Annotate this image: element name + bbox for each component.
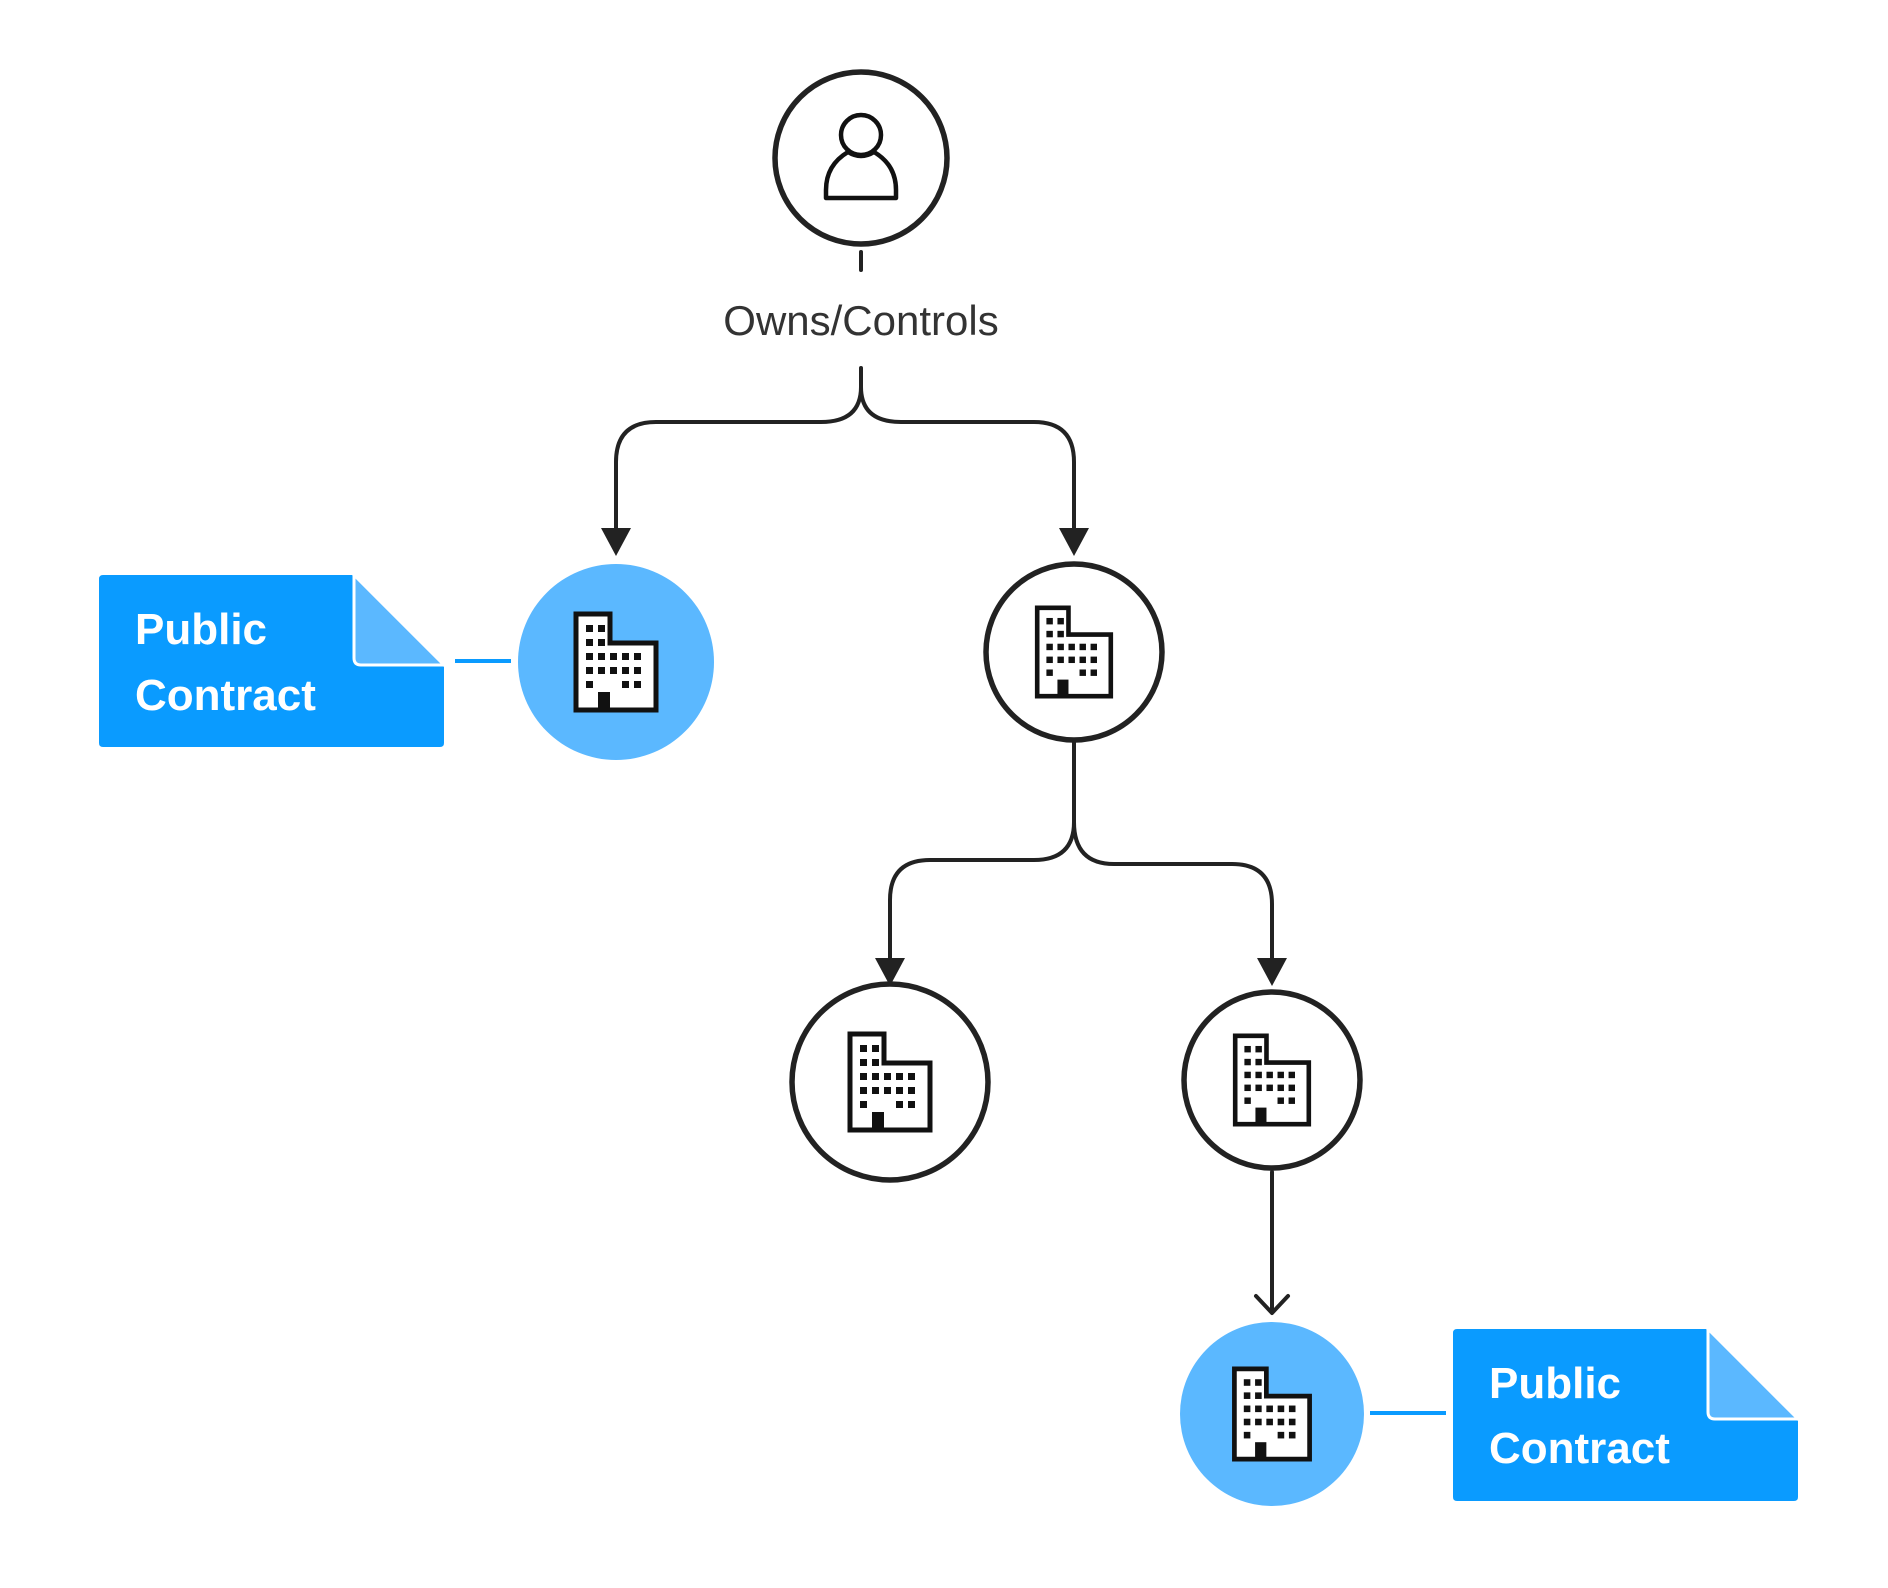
company-node-b[interactable] xyxy=(983,561,1165,743)
document-icon xyxy=(97,573,446,749)
person-icon xyxy=(823,112,899,201)
edge-company-b-to-company-c xyxy=(888,740,1076,964)
document-right-line2: Contract xyxy=(1489,1424,1670,1473)
company-node-e[interactable] xyxy=(1180,1322,1364,1506)
public-contract-document-right[interactable]: Public Contract xyxy=(1451,1327,1800,1503)
document-left-line2: Contract xyxy=(135,671,316,720)
arrowhead-company-d xyxy=(1257,958,1287,986)
company-node-d[interactable] xyxy=(1181,989,1363,1171)
public-contract-document-left[interactable]: Public Contract xyxy=(97,573,446,749)
arrowhead-company-a xyxy=(601,528,631,556)
arrowhead-company-b xyxy=(1059,528,1089,556)
company-node-c[interactable] xyxy=(789,981,991,1183)
document-left-line1: Public xyxy=(135,605,267,654)
relationship-label: Owns/Controls xyxy=(723,297,998,344)
edge-company-b-to-company-d xyxy=(1072,820,1274,964)
edge-owner-to-company-a xyxy=(614,366,863,536)
owner-node[interactable] xyxy=(772,69,950,247)
company-node-a[interactable] xyxy=(518,564,714,760)
arrowhead-company-c xyxy=(875,958,905,986)
edge-owner-to-company-b xyxy=(859,385,1076,536)
arrowhead-company-e xyxy=(1254,1294,1290,1315)
document-right-line1: Public xyxy=(1489,1359,1621,1408)
document-icon xyxy=(1451,1327,1800,1503)
